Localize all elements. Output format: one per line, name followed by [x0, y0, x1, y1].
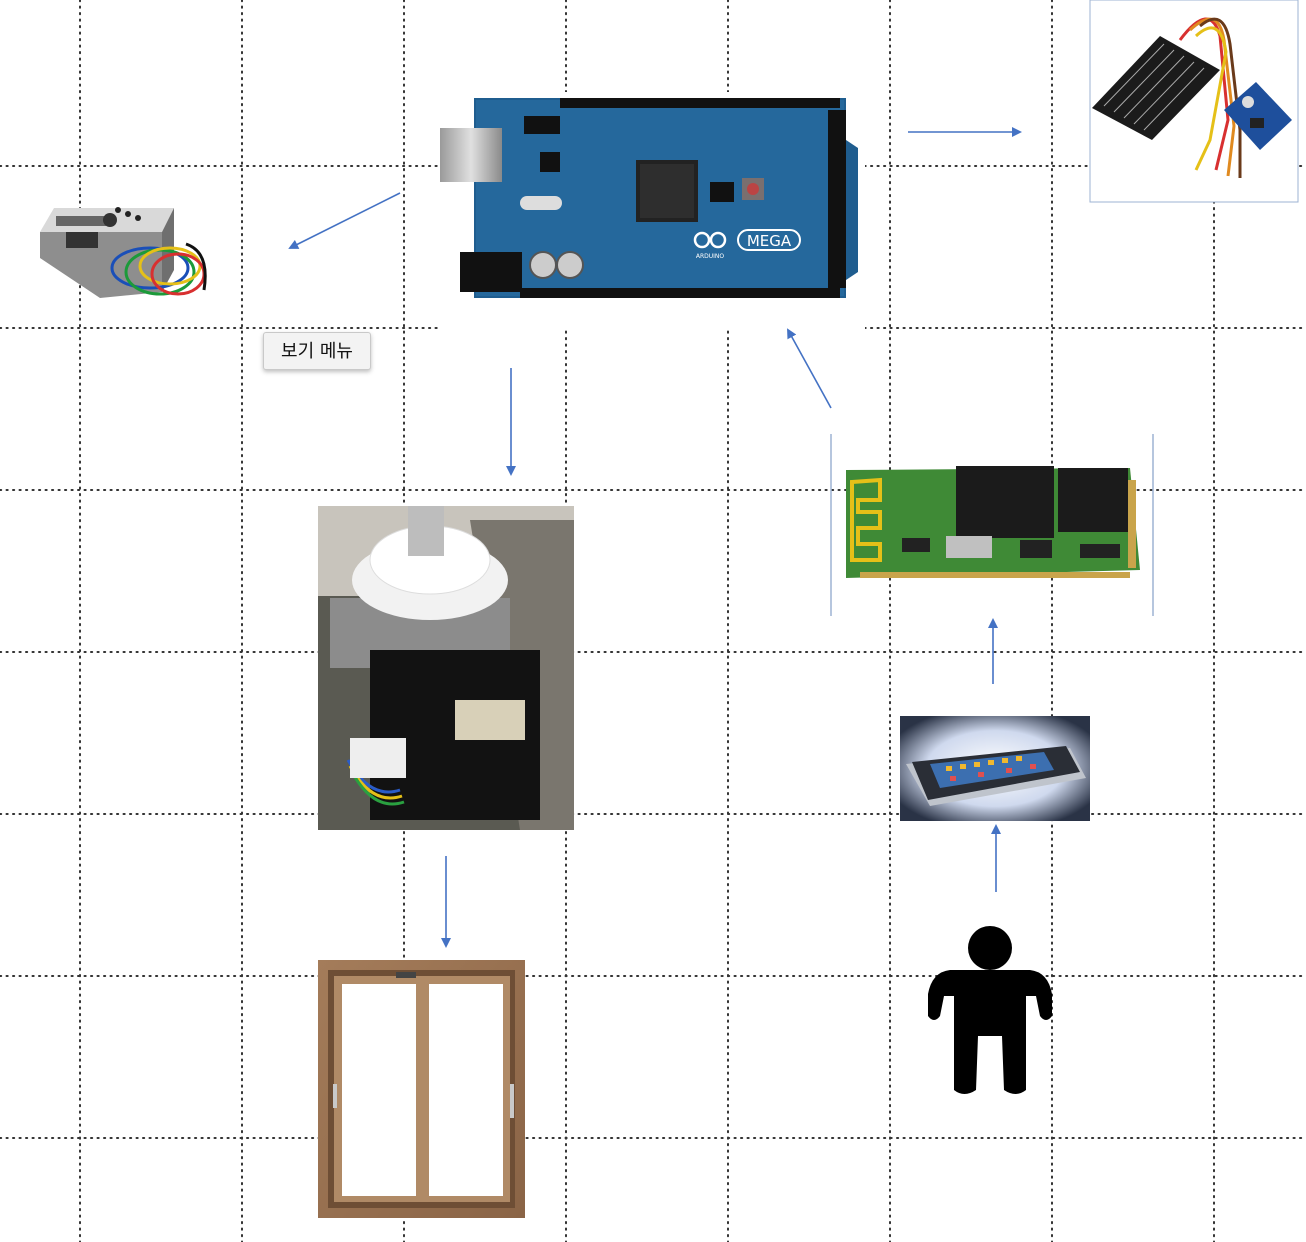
connection-arrows — [288, 127, 1022, 948]
arduino-logo: MEGA ARDUINO — [693, 229, 801, 260]
bluetooth-module-image[interactable] — [830, 434, 1154, 616]
sliding-window-image[interactable] — [318, 960, 525, 1218]
person-silhouette-icon[interactable] — [928, 926, 1052, 1094]
arduino-brand-label: ARDUINO — [696, 253, 725, 260]
arrow-arduino-to-dust-sensor — [288, 192, 401, 249]
view-menu-button[interactable]: 보기 메뉴 — [263, 332, 371, 370]
arduino-mega-board-image[interactable]: MEGA ARDUINO — [440, 92, 865, 330]
stepper-motor-image[interactable] — [318, 506, 574, 830]
smartphone-image[interactable] — [900, 716, 1090, 821]
dust-sensor-image[interactable] — [40, 207, 207, 298]
arrow-bluetooth-to-arduino — [787, 328, 832, 409]
arduino-mega-label: MEGA — [747, 232, 792, 250]
rain-sensor-image[interactable] — [1089, 0, 1299, 203]
